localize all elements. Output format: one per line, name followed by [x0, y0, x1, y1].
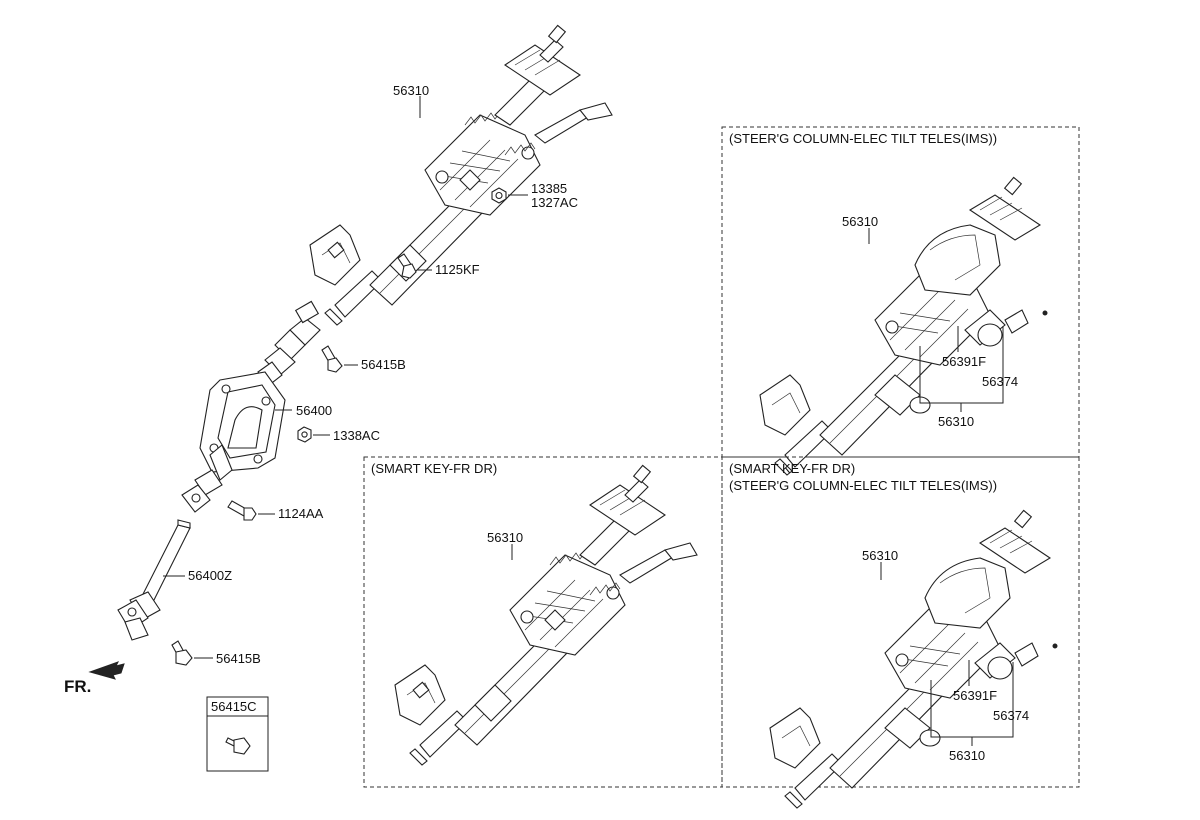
nut-13385 [491, 187, 507, 204]
label-56415c: 56415C [211, 699, 257, 714]
top-right-label-56391f: 56391F [942, 354, 986, 369]
label-1338ac: 1338AC [333, 428, 380, 443]
label-56310: 56310 [393, 83, 429, 98]
panel-elec-tilt-caption: (STEER'G COLUMN-ELEC TILT TELES(IMS)) [729, 131, 997, 146]
label-56415b-lower: 56415B [216, 651, 261, 666]
bolt-56415b-lower [171, 640, 193, 666]
bottom-right-label-assembly-56310: 56310 [949, 748, 985, 763]
panel-smart-key-elec-caption-2: (STEER'G COLUMN-ELEC TILT TELES(IMS)) [729, 478, 997, 493]
label-1124aa: 1124AA [278, 506, 324, 521]
fr-label: FR. [64, 677, 91, 696]
label-56400z: 56400Z [188, 568, 232, 583]
steering-column-smart-key [394, 464, 698, 766]
bottom-right-label-56310: 56310 [862, 548, 898, 563]
inset-box [206, 696, 269, 772]
top-right-label-56374: 56374 [982, 374, 1018, 389]
top-right-label-56310: 56310 [842, 214, 878, 229]
label-56400: 56400 [296, 403, 332, 418]
bolt-1124aa [227, 500, 257, 521]
intermediate-shaft-56400z [117, 519, 191, 641]
inset-bolt-icon [225, 737, 251, 755]
label-13385: 13385 [531, 181, 567, 196]
top-right-label-assembly-56310: 56310 [938, 414, 974, 429]
bottom-right-label-56374: 56374 [993, 708, 1029, 723]
panel-smart-key-elec-caption-1: (SMART KEY-FR DR) [729, 461, 855, 476]
steering-column-elec-top [759, 176, 1048, 476]
label-56415b-upper: 56415B [361, 357, 406, 372]
intermediate-joint [181, 469, 223, 513]
steering-column-main [309, 24, 613, 326]
dash-boot-56400 [199, 371, 286, 481]
smart-key-label-56310: 56310 [487, 530, 523, 545]
bolt-1125kf [397, 253, 417, 279]
panel-smart-key-elec-tilt [721, 456, 1080, 788]
panel-smart-key [363, 456, 723, 788]
nut-1338ac [297, 426, 312, 443]
upper-universal-joint [257, 300, 321, 387]
front-arrow-icon [88, 661, 125, 680]
bolt-56415b-upper [321, 345, 343, 373]
bottom-right-label-56391f: 56391F [953, 688, 997, 703]
panel-smart-key-caption: (SMART KEY-FR DR) [371, 461, 497, 476]
steering-column-elec-bottom [769, 509, 1058, 809]
label-1125kf: 1125KF [435, 262, 480, 277]
panel-elec-tilt [721, 126, 1080, 458]
label-1327ac: 1327AC [531, 195, 578, 210]
